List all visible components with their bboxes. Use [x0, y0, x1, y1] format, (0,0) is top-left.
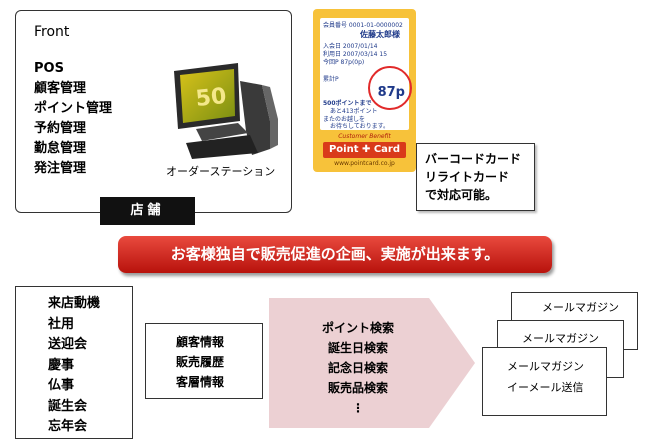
card-line: 累計P — [323, 76, 339, 83]
card-url: www.pointcard.co.jp — [334, 160, 395, 167]
card-line: 500ポイントまで — [323, 100, 372, 107]
store-box: Front POS 顧客管理 ポイント管理 予約管理 勤怠管理 発注管理 50 … — [15, 10, 292, 213]
occasion-item: 忘年会 — [48, 419, 88, 434]
mail-card-sublabel: イーメール送信 — [507, 381, 584, 394]
occasion-item: 慶事 — [48, 357, 75, 373]
customer-info-box: 顧客情報 販売履歴 客層情報 — [145, 323, 263, 399]
customer-info-item: 顧客情報 — [176, 335, 225, 349]
search-item-ellipsis: ⋮ — [352, 401, 364, 415]
card-line: 佐藤太郎様 — [360, 30, 400, 39]
card-face: 会員番号 0001-01-0000002 佐藤太郎様 入会日 2007/01/1… — [320, 18, 412, 130]
search-item: ポイント検索 — [321, 321, 394, 335]
pos-terminal-image: 50 — [174, 63, 278, 159]
mail-card-label: メールマガジン — [522, 332, 599, 345]
front-item-customer: 顧客管理 — [34, 81, 87, 96]
promotion-banner: お客様独自で販売促進の企画、実施が出来ます。 — [118, 236, 552, 273]
occasions-list: 来店動機 社用 送迎会 慶事 仏事 誕生会 忘年会 — [48, 294, 100, 438]
occasions-box: 来店動機 社用 送迎会 慶事 仏事 誕生会 忘年会 — [15, 286, 133, 439]
card-line: またのお越しを — [323, 116, 366, 123]
occasion-item: 来店動機 — [48, 296, 101, 311]
card-note-line: バーコードカード — [425, 152, 522, 166]
front-function-list: POS 顧客管理 ポイント管理 予約管理 勤怠管理 発注管理 — [34, 59, 112, 179]
point-card-image: 会員番号 0001-01-0000002 佐藤太郎様 入会日 2007/01/1… — [313, 9, 416, 172]
customer-info-list: 顧客情報 販売履歴 客層情報 — [176, 332, 224, 392]
card-line: 今回P 87p(0p) — [323, 59, 365, 66]
front-item-points: ポイント管理 — [34, 101, 113, 116]
occasion-item: 送迎会 — [48, 337, 88, 352]
card-line: 会員番号 0001-01-0000002 — [323, 22, 403, 29]
card-note-line: リライトカード — [425, 170, 510, 184]
card-benefit: Customer Benefit — [338, 133, 391, 140]
mail-card-front: メールマガジン イーメール送信 — [482, 347, 607, 416]
card-logo: Point ✚ Card — [323, 142, 406, 158]
search-item: 販売品検索 — [327, 381, 388, 395]
card-highlight-circle — [368, 66, 412, 110]
search-list: ポイント検索 誕生日検索 記念日検索 販売品検索 ⋮ — [312, 318, 404, 418]
search-item: 誕生日検索 — [327, 341, 388, 355]
occasion-item: 社用 — [48, 316, 75, 332]
card-line: 利用日 2007/03/14 15 — [323, 51, 388, 58]
front-title: Front — [34, 24, 70, 40]
card-note: バーコードカード リライトカード で対応可能。 — [416, 143, 535, 211]
occasion-item: 仏事 — [48, 378, 75, 393]
front-item-pos: POS — [34, 61, 64, 76]
customer-info-item: 販売履歴 — [176, 355, 225, 369]
search-arrow-shape — [269, 298, 475, 428]
front-item-reservation: 予約管理 — [34, 121, 87, 136]
front-item-ordering: 発注管理 — [34, 161, 87, 176]
store-tab: 店舗 — [100, 197, 195, 225]
card-line: お待ちしております。 — [330, 123, 390, 130]
card-line: 入会日 2007/01/14 — [323, 43, 378, 50]
pos-screen-text: 50 — [194, 84, 227, 112]
occasion-item: 誕生会 — [48, 398, 88, 414]
customer-info-item: 客層情報 — [176, 375, 225, 389]
search-item: 記念日検索 — [327, 361, 388, 375]
front-item-attendance: 勤怠管理 — [34, 141, 87, 156]
card-line: あと413ポイント — [330, 108, 378, 115]
pos-caption: オーダーステーション — [166, 165, 276, 178]
mail-card-label: メールマガジン — [507, 360, 584, 373]
mail-card-label: メールマガジン — [542, 301, 619, 314]
card-note-line: で対応可能。 — [425, 188, 498, 202]
